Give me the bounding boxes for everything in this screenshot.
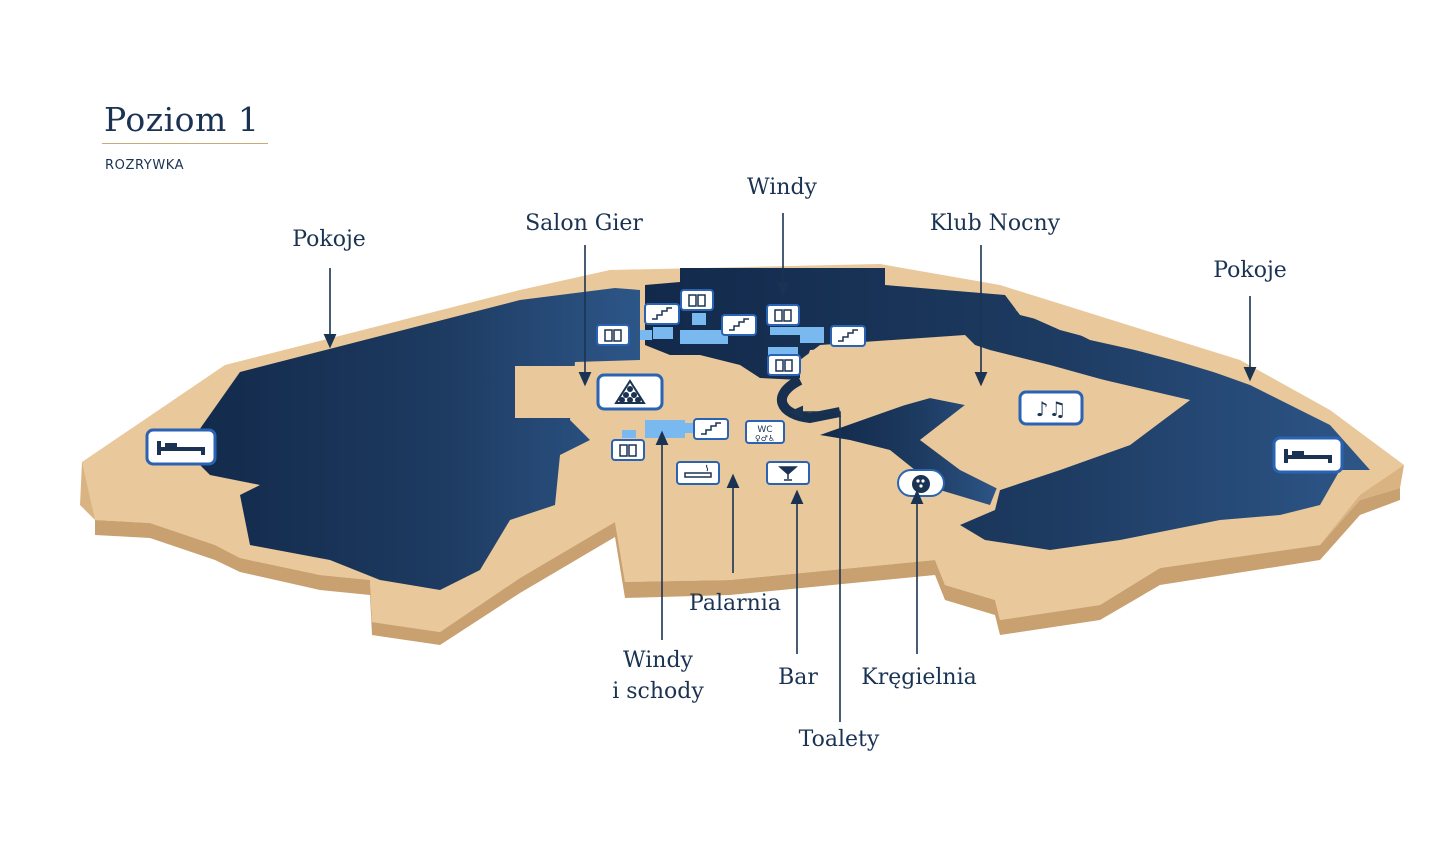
svg-text:♪♫: ♪♫: [1036, 397, 1067, 421]
bed-icon: [1272, 436, 1344, 474]
elevator-icon: [611, 439, 645, 461]
label-rooms-right: Pokoje: [1213, 258, 1287, 283]
label-elevators-stairs-line1: Windy: [623, 648, 693, 673]
svg-text:♀♂♿: ♀♂♿: [755, 434, 775, 443]
label-game-room: Salon Gier: [525, 211, 643, 236]
icons: ♪♫ WC ♀♂♿: [145, 289, 1344, 497]
music-notes-icon: ♪♫: [1018, 390, 1084, 426]
page-subtitle: ROZRYWKA: [105, 158, 185, 173]
label-elevators-stairs: Windy i schody: [612, 645, 704, 707]
label-smoking-room: Palarnia: [689, 591, 781, 616]
elevator-icon: [680, 289, 714, 311]
label-bowling: Kręgielnia: [861, 665, 977, 690]
label-rooms-left: Pokoje: [292, 227, 366, 252]
elevator-icon: [596, 324, 630, 346]
stairs-icon: [721, 314, 757, 336]
wc-icon: WC ♀♂♿: [745, 420, 785, 444]
stairs-icon: [830, 325, 866, 347]
stairs-icon: [644, 303, 680, 325]
bed-icon: [145, 428, 217, 466]
label-bar: Bar: [778, 665, 818, 690]
cocktail-glass-icon: [766, 461, 810, 485]
elevator-icon: [767, 354, 801, 376]
title-underline: [102, 143, 268, 144]
billiard-balls-icon: [596, 373, 664, 411]
label-elevators-top: Windy: [747, 175, 817, 200]
label-night-club: Klub Nocny: [929, 211, 1061, 236]
label-elevators-stairs-line2: i schody: [612, 679, 704, 704]
bowling-ball-icon: [897, 469, 945, 497]
elevator-icon: [766, 304, 800, 326]
elevator-stair-blocks: [622, 313, 824, 438]
corridor-curve: [776, 375, 841, 424]
dark-floor-areas: [185, 268, 1370, 590]
label-toilets: Toalety: [798, 727, 880, 752]
cigarette-icon: [676, 461, 720, 485]
page-title: Poziom 1: [104, 100, 260, 139]
leader-lines: [323, 213, 1257, 722]
svg-text:WC: WC: [757, 425, 772, 435]
stairs-icon: [693, 418, 729, 440]
